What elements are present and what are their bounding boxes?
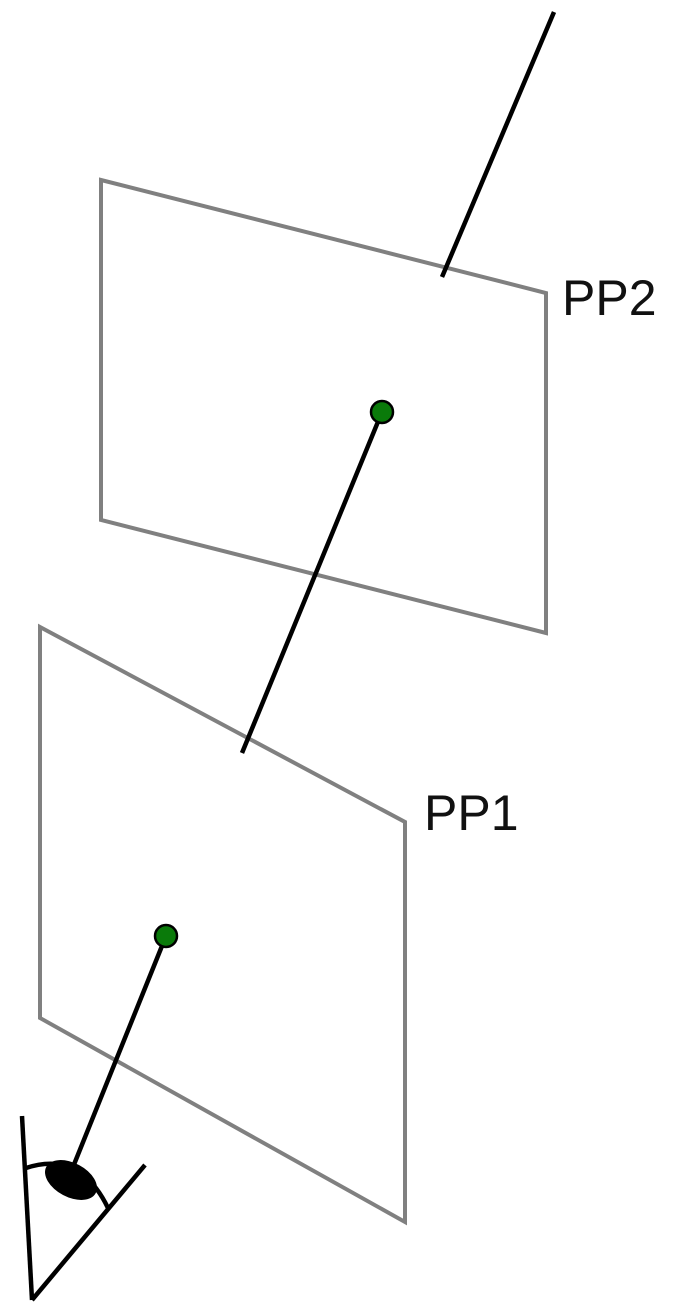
ray-beyond-pp2	[439, 11, 557, 278]
ray-pp1-to-pp2-point	[239, 411, 385, 754]
eye-pupil	[45, 1160, 97, 1200]
picture-plane-pp2	[99, 177, 548, 636]
eye-upper-line	[19, 1115, 35, 1301]
projected-point-pp2	[369, 399, 395, 425]
eye-lower-line	[30, 1163, 147, 1302]
label-pp2: PP2	[562, 270, 657, 326]
picture-plane-pp1	[38, 623, 407, 1226]
eye-icon	[19, 1115, 147, 1302]
ray-eye-to-pp1-point	[70, 935, 169, 1168]
projected-point-pp1	[153, 923, 179, 949]
label-pp1: PP1	[424, 785, 519, 841]
